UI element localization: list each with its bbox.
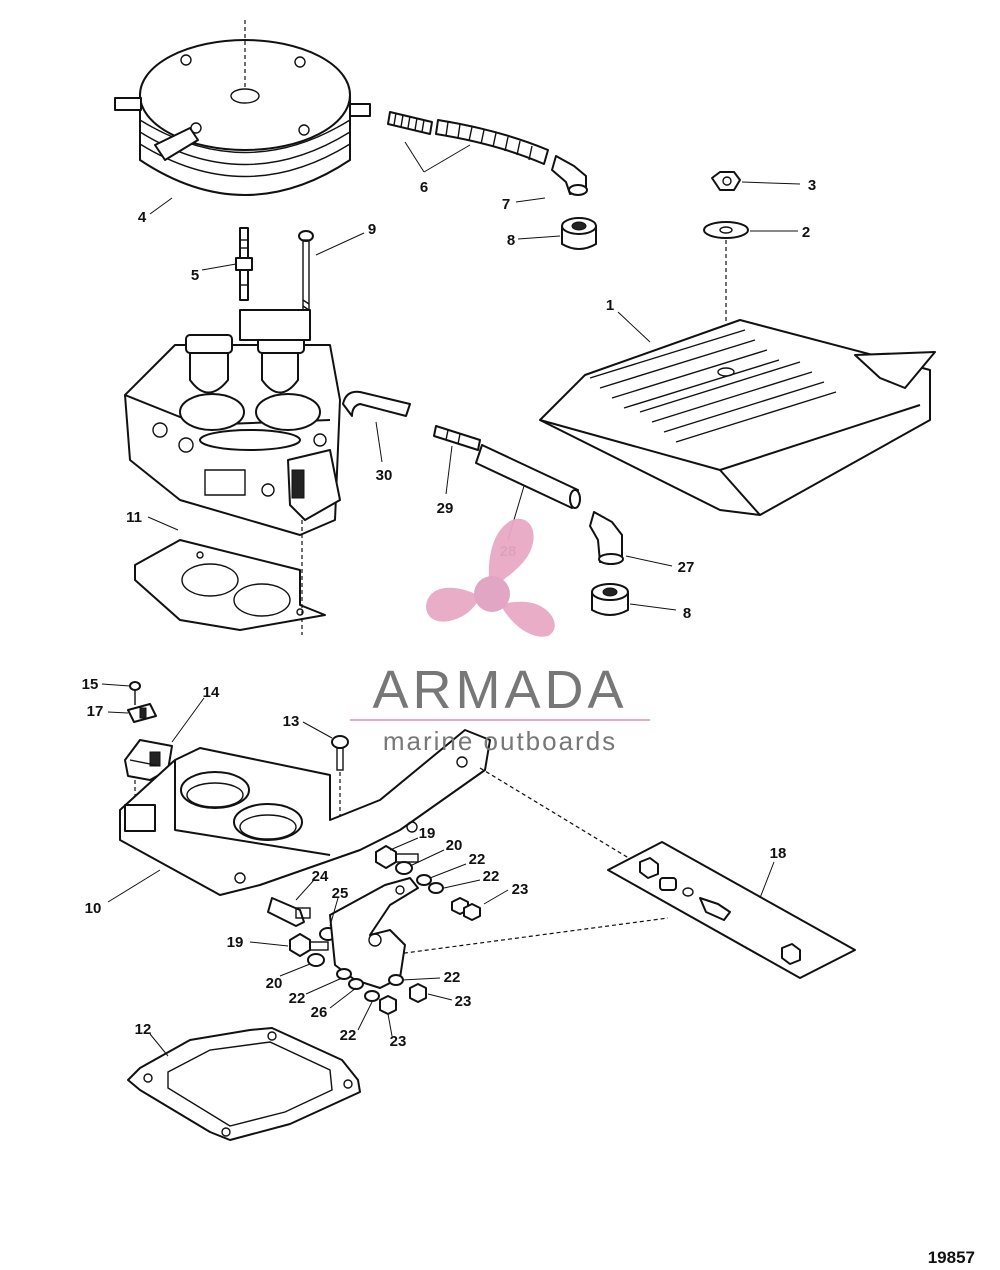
callout-2: 2 — [802, 224, 810, 241]
callout-4: 4 — [138, 209, 147, 226]
part-29-connector — [433, 425, 481, 451]
part-13-bolt — [331, 735, 349, 822]
callout-29: 29 — [437, 500, 454, 517]
callout-19-lower: 19 — [227, 934, 244, 951]
part-2-washer — [703, 221, 749, 239]
callout-24: 24 — [312, 868, 329, 885]
part-10-adapter-plate — [119, 729, 491, 896]
callout-3: 1 — [606, 297, 614, 314]
propeller-logo-icon — [426, 518, 555, 637]
part-5-stud — [235, 227, 253, 301]
part-18-hardware-kit — [607, 841, 856, 979]
part-6-hoses — [387, 111, 549, 165]
part-12-base-gasket — [127, 1027, 361, 1141]
callout-20-lower: 20 — [266, 975, 283, 992]
callout-23-lower-b: 23 — [390, 1033, 407, 1050]
callout-22-lower-a: 22 — [289, 990, 306, 1007]
watermark-tagline: marine outboards — [383, 726, 617, 756]
callout-20-upper: 20 — [446, 837, 463, 854]
part-3-nut — [711, 171, 741, 191]
callout-12: 12 — [135, 1021, 152, 1038]
part-22-washers-upper — [416, 874, 444, 894]
leader-lines — [101, 141, 801, 1057]
callout-22-lower-c: 22 — [444, 969, 461, 986]
part-19-screw-upper — [375, 845, 419, 869]
callout-22-lower-b: 22 — [340, 1027, 357, 1044]
callout-17: 17 — [87, 703, 104, 720]
part-15-screw — [129, 681, 141, 705]
part-1-cover — [539, 319, 936, 516]
callout-5: 5 — [191, 267, 199, 284]
callout-10: 10 — [85, 900, 102, 917]
callout-22-upper-b: 22 — [483, 868, 500, 885]
figure-number: 19857 — [928, 1248, 975, 1267]
callout-9: 9 — [368, 221, 376, 238]
callout-30: 30 — [376, 467, 393, 484]
part-17-clip — [127, 703, 157, 723]
part-20-bushing-lower — [307, 953, 325, 967]
callout-1: 3 — [808, 177, 816, 194]
part-9-screw — [298, 230, 314, 321]
part-24-pivot-stud — [267, 897, 311, 927]
part-22-washers-lower — [336, 968, 404, 1002]
callout-6: 6 — [420, 179, 428, 196]
callout-11: 11 — [126, 509, 142, 526]
callout-27: 27 — [678, 559, 695, 576]
part-28-hose — [475, 444, 581, 509]
propeller-blade-top — [488, 518, 534, 590]
callout-18: 18 — [770, 845, 787, 862]
part-23-nuts-upper — [451, 897, 481, 921]
propeller-blade-right — [500, 601, 555, 637]
callout-7: 7 — [502, 196, 510, 213]
callout-23-upper: 23 — [512, 881, 529, 898]
part-8-grommet-lower — [591, 583, 629, 616]
part-20-bushing-upper — [395, 861, 413, 875]
part-27-elbow — [589, 511, 624, 565]
callout-14: 14 — [203, 684, 220, 701]
part-30-elbow — [342, 390, 411, 417]
part-4-air-cleaner — [114, 20, 371, 196]
part-19-screw-lower — [289, 933, 329, 957]
callout-15: 15 — [82, 676, 99, 693]
callout-8-lower: 8 — [683, 605, 691, 622]
part-23-nuts-lower — [379, 983, 427, 1015]
callout-22-upper-a: 22 — [469, 851, 486, 868]
watermark-brand: ARMADA — [372, 660, 627, 720]
callout-25: 25 — [332, 885, 349, 902]
part-8-grommet-upper — [561, 217, 597, 250]
propeller-hub — [474, 576, 510, 612]
callout-19-upper: 19 — [419, 825, 436, 842]
part-11-gasket — [134, 520, 326, 635]
throttle-body-assembly — [124, 309, 341, 536]
callout-13: 13 — [283, 713, 300, 730]
armada-watermark: ARMADA marine outboards — [350, 518, 650, 756]
callout-23-lower-a: 23 — [455, 993, 472, 1010]
part-7-elbow — [551, 155, 588, 196]
callout-8-upper: 8 — [507, 232, 515, 249]
propeller-blade-left — [426, 587, 480, 622]
callout-26: 26 — [311, 1004, 328, 1021]
